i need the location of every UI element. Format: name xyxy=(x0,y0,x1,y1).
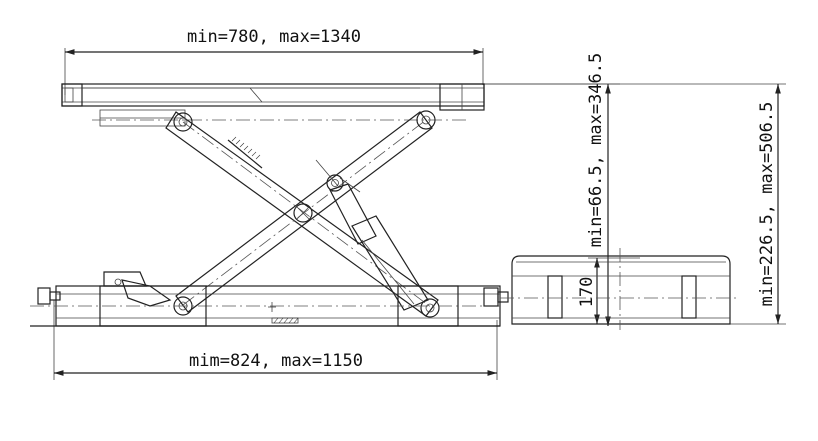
total-height-label: min=226.5, max=506.5 xyxy=(757,102,777,307)
top-length-label: min=780, max=1340 xyxy=(187,27,361,47)
extension-pad xyxy=(500,248,736,330)
top-length-dimension: min=780, max=1340 xyxy=(64,27,484,95)
top-platform xyxy=(61,83,485,127)
lift-height-dimension: min=66.5, max=346.5 xyxy=(483,53,620,326)
spring-icon xyxy=(227,136,263,169)
total-height-dimension: min=226.5, max=506.5 xyxy=(483,83,786,325)
lift-height-label: min=66.5, max=346.5 xyxy=(586,53,606,247)
left-wheel-icon xyxy=(37,287,61,305)
center-pivot-icon xyxy=(293,203,313,223)
pivot-pin-top-left-icon xyxy=(173,112,193,132)
cylinder-top-pin-icon xyxy=(326,174,344,192)
hydraulic-cylinder xyxy=(315,159,429,311)
pivot-pin-bottom-right-icon xyxy=(420,298,440,318)
pad-height-label: 170 xyxy=(577,277,597,308)
bottom-length-dimension: mim=824, max=1150 xyxy=(53,300,498,380)
right-wheel-icon xyxy=(483,287,509,307)
pivot-pin-top-right-icon xyxy=(416,110,436,130)
bottom-length-label: mim=824, max=1150 xyxy=(189,351,363,371)
base-frame xyxy=(30,271,509,327)
scissor-arms xyxy=(165,111,439,317)
pad-height-dimension: 170 xyxy=(577,257,640,324)
